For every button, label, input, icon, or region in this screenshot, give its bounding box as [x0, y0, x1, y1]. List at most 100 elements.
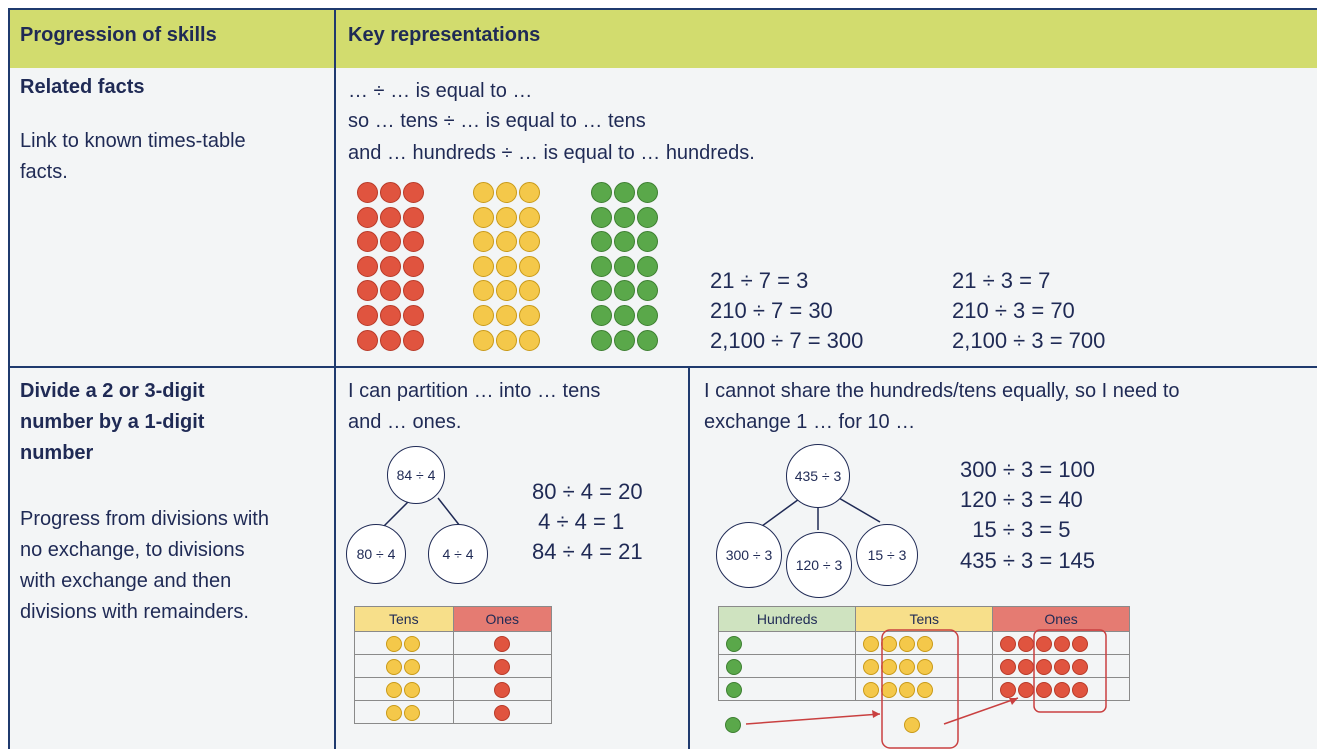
row1-stem-3: and … hundreds ÷ … is equal to … hundred… [348, 142, 755, 164]
counter-10 [496, 255, 517, 277]
tens-counter-array [472, 182, 556, 354]
exchange-annotations [745, 629, 1107, 749]
counter [899, 635, 916, 652]
col-hundreds: Hundreds [717, 606, 857, 632]
hundreds-cell [717, 631, 857, 655]
counter-row [590, 182, 674, 207]
exchange-arrow-hundreds [745, 713, 881, 725]
counter-row [590, 329, 674, 355]
tens-cell [354, 700, 454, 724]
fact-b-3: 2,100 ÷ 3 = 700 [952, 328, 1106, 353]
tens-cell [855, 631, 994, 655]
counter-row [472, 280, 556, 305]
counter-row [356, 182, 440, 207]
partition-eq-3: 84 ÷ 4 = 21 [532, 539, 643, 564]
header-progression-of-skills: Progression of skills [20, 24, 217, 46]
counter-10 [496, 206, 517, 228]
counter-100 [614, 206, 635, 228]
hundreds-cell [717, 677, 857, 701]
counter-100 [637, 182, 658, 203]
counter-1 [380, 280, 401, 302]
part-bubble-120: 120 ÷ 3 [786, 532, 852, 598]
column-divider [334, 8, 336, 749]
counter-10 [519, 255, 540, 277]
partition-eq-2: 4 ÷ 4 = 1 [532, 509, 625, 534]
counter-10 [496, 182, 517, 203]
counter-100 [637, 231, 658, 253]
fact-b-1: 21 ÷ 3 = 7 [952, 268, 1051, 293]
counter-1 [357, 280, 378, 302]
counter-1 [380, 231, 401, 253]
ones-cell [992, 654, 1130, 678]
part-bubble-15: 15 ÷ 3 [856, 524, 918, 586]
row2-skill-title: Divide a 2 or 3-digit number by a 1-digi… [20, 380, 205, 464]
counter [726, 658, 742, 675]
counter-10 [473, 280, 494, 302]
place-value-table-large: Hundreds Tens Ones [717, 606, 1130, 701]
counter-100 [614, 231, 635, 253]
counter-100 [614, 280, 635, 302]
counter [1054, 635, 1071, 652]
table-row [354, 631, 553, 655]
counter-row [356, 231, 440, 256]
counter-1 [403, 280, 424, 302]
counter-1 [380, 255, 401, 277]
subcolumn-divider [688, 368, 690, 749]
counter [404, 635, 420, 652]
counter-row [356, 280, 440, 305]
table-row [354, 677, 553, 701]
counter [404, 658, 420, 675]
counter-row [472, 329, 556, 355]
counter-row [472, 206, 556, 232]
counter-10 [496, 304, 517, 326]
counter-100 [614, 182, 635, 203]
counter-100 [637, 255, 658, 277]
counter-100 [637, 280, 658, 302]
partition-stem: I can partition … into … tens and … ones… [348, 380, 601, 433]
tens-cell [855, 677, 994, 701]
counter [1054, 658, 1071, 675]
counter-1 [380, 304, 401, 326]
counter-10 [519, 182, 540, 203]
exchanged-ten-counter [903, 716, 921, 734]
counter-10 [473, 206, 494, 228]
counter-10 [473, 255, 494, 277]
counter [1072, 681, 1089, 698]
counter-1 [403, 304, 424, 326]
counter-row [590, 206, 674, 232]
fact-b-2: 210 ÷ 3 = 70 [952, 298, 1075, 323]
left-border [8, 8, 10, 749]
counter [726, 681, 742, 698]
counter [726, 635, 742, 652]
counter-100 [637, 206, 658, 228]
counter [1072, 635, 1089, 652]
tens-cell [354, 654, 454, 678]
counter [1036, 681, 1053, 698]
counter [386, 658, 402, 675]
counter [917, 681, 934, 698]
col-tens-large: Tens [855, 606, 994, 632]
counter-row [356, 304, 440, 330]
ones-cell [452, 654, 553, 678]
counter [386, 681, 402, 698]
row1-stem-2: so … tens ÷ … is equal to … tens [348, 110, 646, 132]
counter [1036, 635, 1053, 652]
counter [1000, 681, 1017, 698]
counter-100 [591, 206, 612, 228]
counter-1 [380, 206, 401, 228]
part-bubble-4: 4 ÷ 4 [428, 524, 488, 584]
counter-100 [591, 329, 612, 351]
counter-10 [519, 280, 540, 302]
ones-cell [992, 677, 1130, 701]
counter [386, 704, 402, 721]
counter [863, 658, 880, 675]
fact-a-1: 21 ÷ 7 = 3 [710, 268, 809, 293]
counter-10 [473, 182, 494, 203]
partition-eq-1: 80 ÷ 4 = 20 [532, 479, 643, 504]
header-key-representations: Key representations [348, 24, 541, 46]
counter-10 [519, 304, 540, 326]
place-value-table-small: Tens Ones [354, 606, 553, 724]
counter-10 [519, 329, 540, 351]
counter-100 [637, 329, 658, 351]
counter-1 [357, 231, 378, 253]
